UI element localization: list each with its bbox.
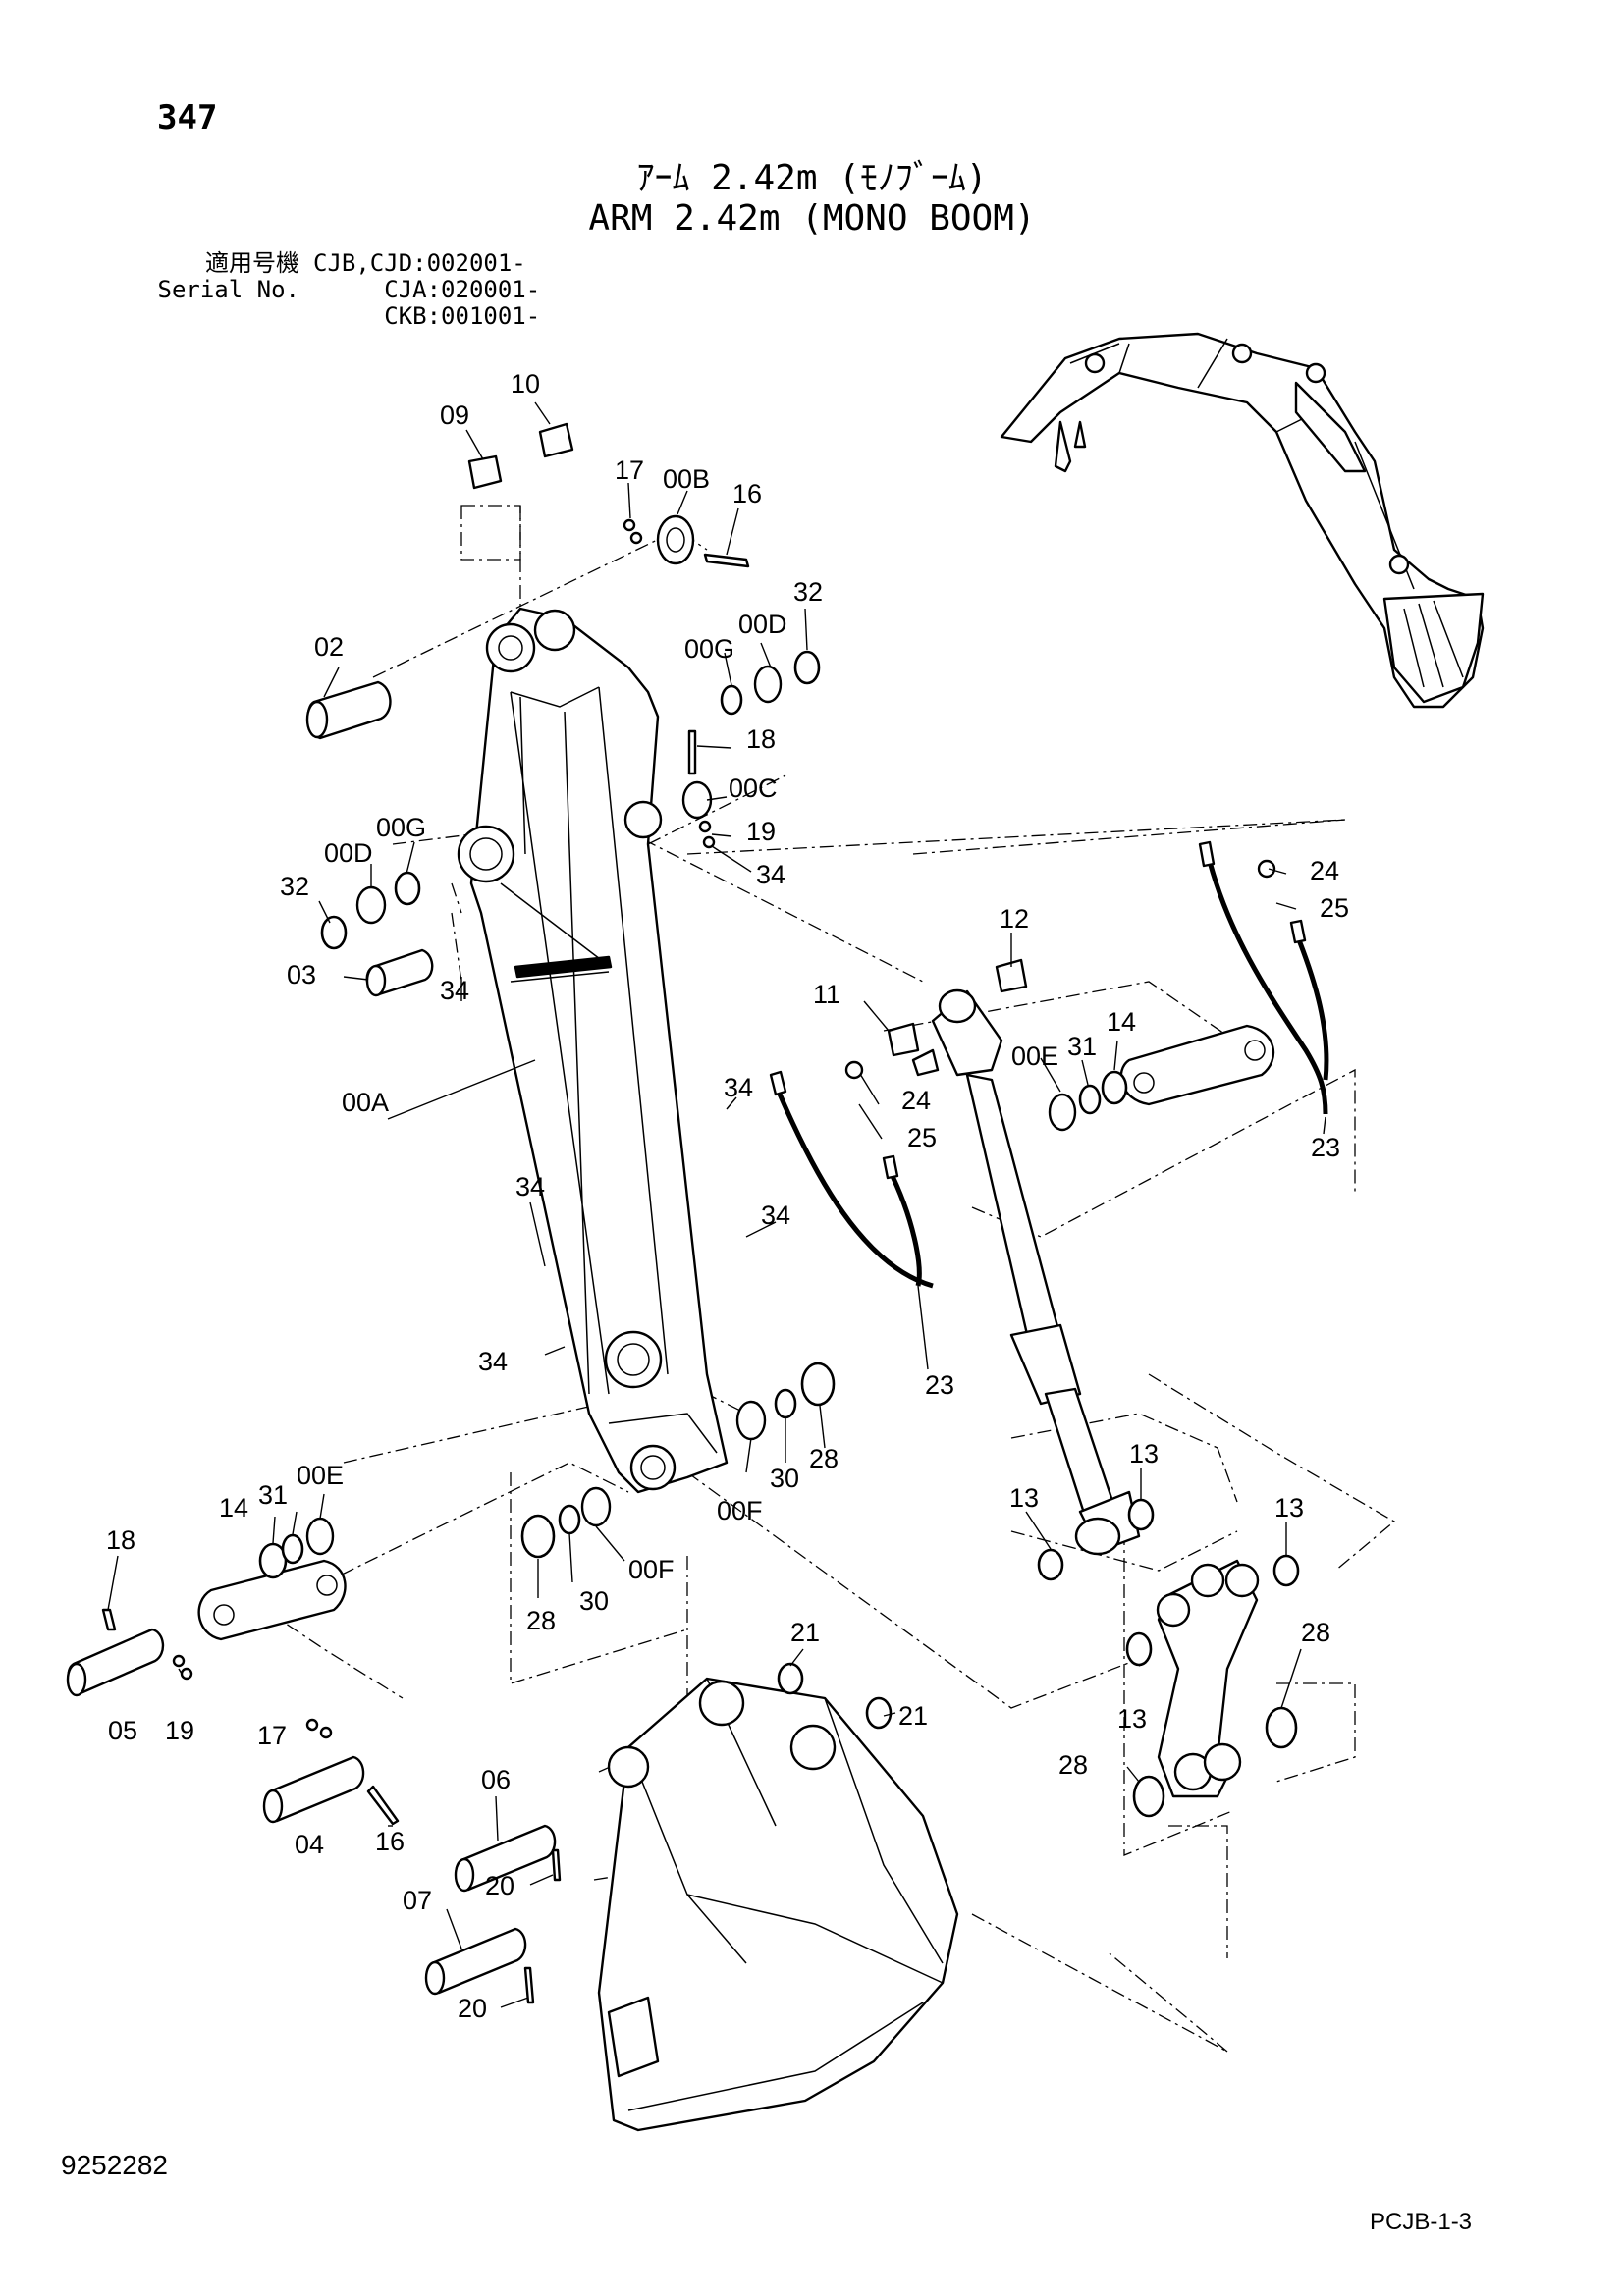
callout-label: 24 (1310, 856, 1339, 885)
callout-label: 18 (106, 1525, 135, 1555)
callout-label: 02 (314, 632, 344, 662)
h-link (1037, 1498, 1300, 1818)
callout-label: 19 (746, 817, 776, 846)
callout-label: 28 (1058, 1750, 1088, 1780)
callout-label: 24 (901, 1086, 931, 1115)
callout-label: 21 (898, 1701, 928, 1731)
serial-value: CKB:001001- (313, 302, 541, 330)
callout-label: 28 (809, 1444, 839, 1473)
callout-label: 17 (257, 1721, 287, 1750)
callout-label: 11 (813, 980, 840, 1009)
side-link-left (197, 1517, 347, 1641)
callout-label: 34 (724, 1073, 753, 1102)
callout-leaders (107, 401, 1326, 2008)
callout-label: 31 (258, 1480, 288, 1510)
document-number: 9252282 (61, 2150, 169, 2180)
callout-label: 20 (485, 1871, 514, 1900)
callout-label: 34 (478, 1347, 508, 1376)
callout-label: 21 (790, 1618, 820, 1647)
callout-label: 10 (511, 369, 540, 399)
pins-lower (66, 1608, 562, 2004)
left-pin-group (320, 871, 434, 997)
callout-label: 13 (1117, 1704, 1147, 1734)
callout-label: 13 (1274, 1493, 1304, 1522)
callout-label: 00F (628, 1555, 675, 1584)
shim-plates (467, 422, 574, 490)
callout-label: 00D (738, 610, 787, 639)
callout-label: 16 (732, 479, 762, 508)
callout-label: 05 (108, 1716, 137, 1745)
serial-row: Serial No. CJA:020001- (152, 276, 541, 303)
callout-label: 19 (165, 1716, 194, 1745)
callout-label: 32 (280, 872, 309, 901)
callout-label: 00A (342, 1088, 389, 1117)
callout-label: 06 (481, 1765, 511, 1794)
serial-label: 適用号機 (205, 249, 299, 277)
callout-label: 00E (297, 1461, 344, 1490)
page-number: 347 (157, 98, 218, 137)
callout-label: 23 (1311, 1133, 1340, 1162)
serial-value: CJB,CJD:002001- (313, 249, 526, 277)
callout-label: 34 (440, 976, 469, 1005)
callout-label: 28 (1301, 1618, 1330, 1647)
serial-row: 適用号機 CJB,CJD:002001- (152, 250, 540, 277)
page-code: PCJB-1-3 (1370, 2209, 1473, 2235)
callout-label: 13 (1009, 1483, 1039, 1513)
callout-label: 03 (287, 960, 316, 989)
serial-value: CJA:020001- (313, 276, 541, 303)
callout-label: 00G (684, 634, 734, 664)
title-english: ARM 2.42m (MONO BOOM) (588, 198, 1036, 239)
callout-label: 04 (295, 1830, 324, 1859)
callout-label: 34 (761, 1201, 790, 1230)
callout-label: 07 (403, 1886, 432, 1915)
callout-labels: 09 10 17 00B 16 02 00D 32 00G 18 00C 19 … (106, 369, 1349, 2023)
bucket (597, 1662, 959, 2132)
serial-applicability: 適用号機 CJB,CJD:002001- Serial No. CJA:0200… (152, 250, 541, 330)
callout-label: 30 (579, 1586, 609, 1616)
callout-label: 28 (526, 1606, 556, 1635)
serial-label: Serial No. (157, 276, 300, 303)
callout-label: 14 (1107, 1007, 1136, 1037)
callout-label: 00C (729, 774, 778, 803)
title-japanese: ｱｰﾑ 2.42m (ﾓﾉﾌﾞｰﾑ) (636, 158, 988, 198)
callout-label: 25 (907, 1123, 937, 1152)
hydraulic-hoses (769, 840, 1329, 1289)
callout-label: 09 (440, 400, 469, 430)
callout-label: 00G (376, 813, 426, 842)
side-link-right (1048, 1024, 1275, 1132)
serial-row: CKB:001001- (152, 303, 540, 330)
callout-label: 12 (1000, 904, 1029, 934)
callout-label: 31 (1067, 1032, 1097, 1061)
callout-label: 00F (717, 1496, 763, 1525)
callout-label: 34 (756, 860, 785, 889)
callout-label: 20 (458, 1994, 487, 2023)
callout-label: 13 (1129, 1439, 1159, 1468)
excavator-arm-inset (1000, 332, 1485, 709)
callout-label: 25 (1320, 893, 1349, 923)
arm-body-00A (457, 607, 729, 1494)
callout-label: 00E (1011, 1041, 1058, 1071)
callout-label: 18 (746, 724, 776, 754)
callout-label: 23 (925, 1370, 954, 1400)
callout-label: 34 (515, 1172, 545, 1201)
callout-label: 16 (375, 1827, 405, 1856)
callout-label: 30 (770, 1464, 799, 1493)
callout-label: 32 (793, 577, 823, 607)
lower-bushings (520, 1362, 836, 1559)
upper-pin-group (305, 514, 821, 849)
callout-label: 14 (219, 1493, 248, 1522)
bucket-cylinder (911, 988, 1141, 1556)
callout-label: 00B (663, 464, 710, 494)
callout-label: 00D (324, 838, 373, 868)
cylinder-shims (887, 958, 1028, 1057)
callout-label: 17 (615, 455, 644, 485)
